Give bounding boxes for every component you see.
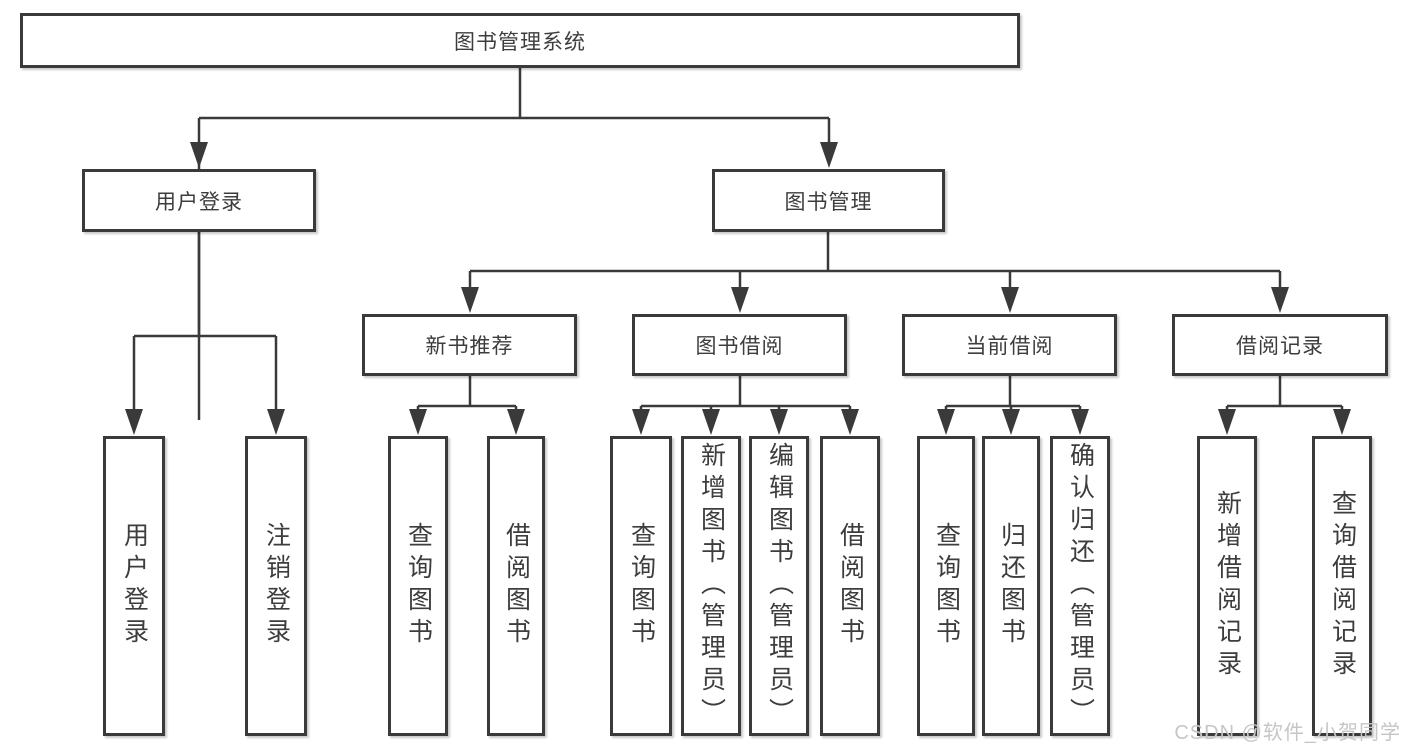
leaf-confirm-return-admin: 确认归还（管理员） bbox=[1050, 436, 1110, 736]
node-label: 用户登录 bbox=[155, 190, 243, 214]
node-borrowing-records: 借阅记录 bbox=[1172, 314, 1388, 376]
arrowhead bbox=[409, 409, 427, 435]
leaf-logout: 注销登录 bbox=[245, 436, 307, 736]
connector-borrowing-to-leaves bbox=[639, 376, 852, 428]
connector-userlogin-to-leaves bbox=[132, 232, 278, 428]
node-label: 图书管理系统 bbox=[454, 30, 586, 54]
leaf-label: 注销登录 bbox=[262, 522, 291, 650]
node-book-borrowing: 图书借阅 bbox=[632, 314, 847, 376]
connector-newbook-to-leaves bbox=[416, 376, 518, 428]
leaf-label: 归还图书 bbox=[997, 522, 1026, 650]
leaf-query-books-recommend: 查询图书 bbox=[388, 436, 448, 736]
arrowhead bbox=[702, 409, 720, 435]
arrowhead bbox=[461, 287, 479, 313]
leaf-label: 借阅图书 bbox=[502, 522, 531, 650]
arrowhead bbox=[1001, 287, 1019, 313]
csdn-watermark: CSDN @软件_小贺同学 bbox=[1174, 722, 1401, 744]
node-user-login: 用户登录 bbox=[82, 169, 316, 232]
leaf-add-borrow-record: 新增借阅记录 bbox=[1197, 436, 1257, 736]
arrowhead bbox=[820, 142, 838, 168]
leaf-label: 确认归还（管理员） bbox=[1066, 442, 1095, 730]
connector-root-to-level2 bbox=[197, 68, 831, 420]
leaf-query-books-borrowing: 查询图书 bbox=[610, 436, 672, 736]
arrowhead bbox=[937, 409, 955, 435]
leaf-label: 借阅图书 bbox=[836, 522, 865, 650]
arrowhead bbox=[1271, 287, 1289, 313]
arrowhead bbox=[1002, 409, 1020, 435]
leaf-label: 查询借阅记录 bbox=[1328, 490, 1357, 682]
leaf-borrow-books-recommend: 借阅图书 bbox=[487, 436, 545, 736]
leaf-borrow-books: 借阅图书 bbox=[820, 436, 880, 736]
node-book-management: 图书管理 bbox=[712, 169, 945, 232]
leaf-label: 新增借阅记录 bbox=[1213, 490, 1242, 682]
leaf-label: 用户登录 bbox=[120, 522, 149, 650]
leaf-add-books-admin: 新增图书（管理员） bbox=[681, 436, 741, 736]
leaf-label: 新增图书（管理员） bbox=[697, 442, 726, 730]
arrowhead bbox=[731, 287, 749, 313]
arrowhead bbox=[125, 409, 143, 435]
arrowhead bbox=[507, 409, 525, 435]
arrowhead bbox=[1218, 409, 1236, 435]
arrowhead bbox=[632, 409, 650, 435]
connector-records-to-leaves bbox=[1225, 376, 1344, 428]
leaf-label: 查询图书 bbox=[404, 522, 433, 650]
node-label: 新书推荐 bbox=[425, 335, 514, 358]
node-library-management-system: 图书管理系统 bbox=[20, 13, 1020, 68]
node-current-borrowing: 当前借阅 bbox=[902, 314, 1117, 376]
leaf-label: 查询图书 bbox=[932, 522, 961, 650]
node-new-book-recommend: 新书推荐 bbox=[362, 314, 577, 376]
arrowhead bbox=[1333, 409, 1351, 435]
node-label: 借阅记录 bbox=[1236, 335, 1324, 358]
node-label: 图书管理 bbox=[784, 190, 873, 214]
leaf-query-books-current: 查询图书 bbox=[917, 436, 975, 736]
arrowhead bbox=[841, 409, 859, 435]
arrowhead bbox=[267, 409, 285, 435]
node-label: 图书借阅 bbox=[695, 335, 784, 358]
leaf-user-login: 用户登录 bbox=[103, 436, 165, 736]
arrowhead bbox=[190, 142, 208, 168]
arrowhead bbox=[770, 409, 788, 435]
leaf-edit-books-admin: 编辑图书（管理员） bbox=[749, 436, 809, 736]
leaf-return-books: 归还图书 bbox=[982, 436, 1040, 736]
leaf-label: 编辑图书（管理员） bbox=[765, 442, 794, 730]
arrowheads bbox=[125, 142, 1351, 435]
arrowhead bbox=[1071, 409, 1089, 435]
leaf-label: 查询图书 bbox=[627, 522, 656, 650]
connector-bookmgmt-to-sections bbox=[468, 232, 1282, 306]
node-label: 当前借阅 bbox=[965, 335, 1054, 358]
leaf-query-borrow-record: 查询借阅记录 bbox=[1312, 436, 1372, 736]
